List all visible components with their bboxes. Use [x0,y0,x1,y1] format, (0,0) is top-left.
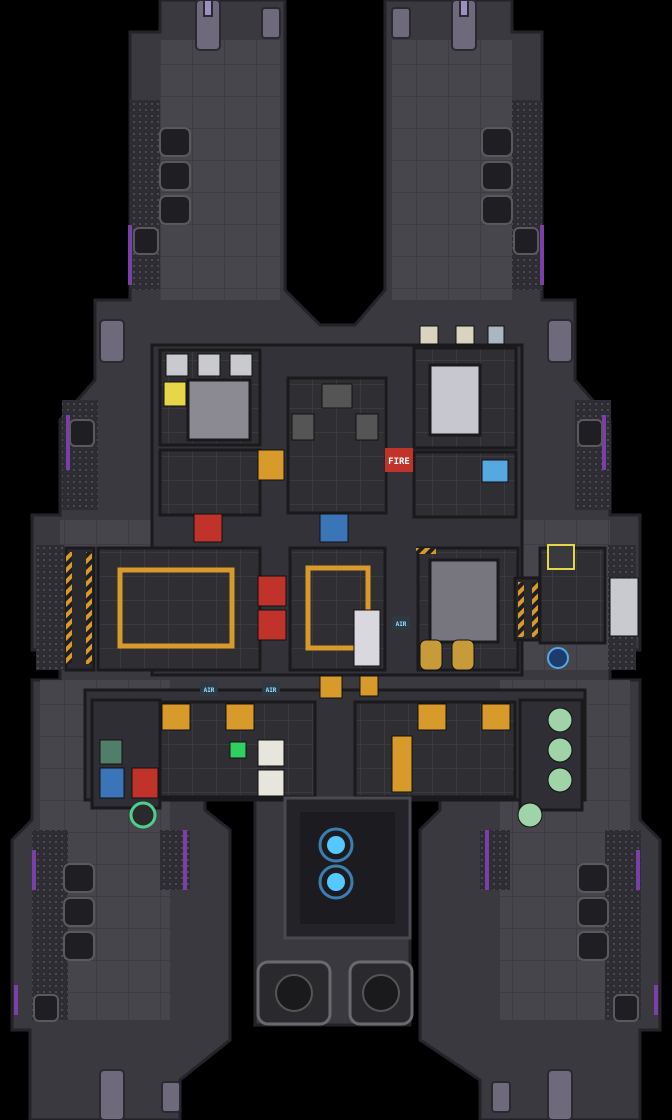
air-vent-left [262,682,280,696]
purple-trim [14,225,658,1015]
reactor-core [283,796,412,940]
air-vent-mid [200,682,218,696]
hazard-stripes [66,548,538,664]
equipment [99,325,639,829]
air-vent-right [392,616,410,630]
air-label-left: AIR [266,687,277,694]
ship-labels: FIRE AIR AIR AIR [200,448,413,696]
main-engines [256,960,414,1026]
fire-alarm-panel [385,448,413,472]
turret-top-right [391,0,477,51]
turrets [99,0,573,1120]
air-label-right: AIR [396,621,407,628]
air-label-mid: AIR [204,687,215,694]
fire-label: FIRE [388,457,410,467]
turret-top-left [195,0,281,51]
